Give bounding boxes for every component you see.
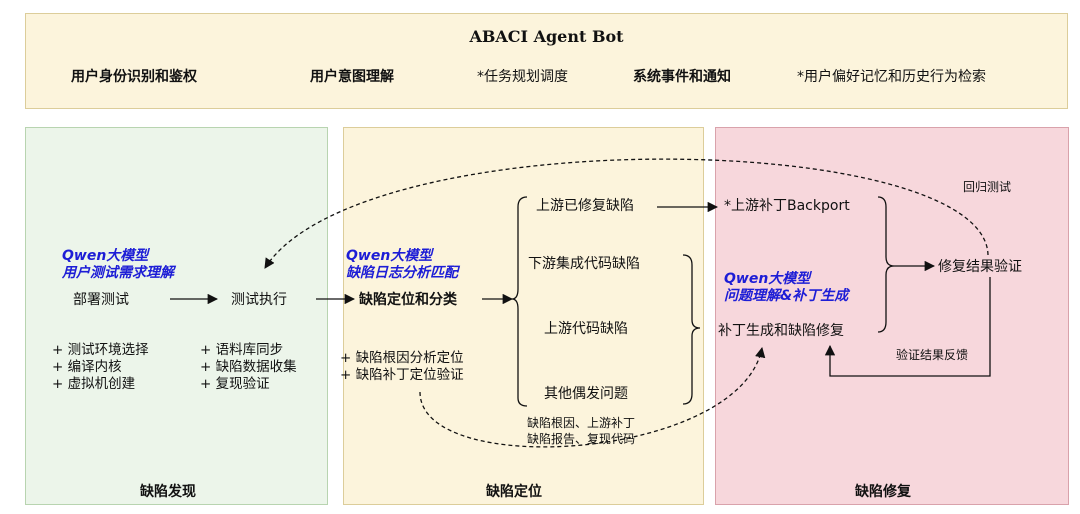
locate-column-label: 缺陷定位 <box>486 484 542 500</box>
backport-node: *上游补丁Backport <box>724 198 850 214</box>
deploy-test-node: 部署测试 <box>73 292 129 308</box>
discovery-qwen-label: Qwen大模型用户测试需求理解 <box>62 248 174 281</box>
fix-column-label: 缺陷修复 <box>855 484 911 500</box>
execute-steps: + 语料库同步+ 缺陷数据收集+ 复现验证 <box>200 342 297 392</box>
locate-artifacts: 缺陷根因、上游补丁缺陷报告、复现代码 <box>527 416 636 446</box>
category-other: 其他偶发问题 <box>544 386 628 402</box>
agent-bot-panel <box>25 13 1068 109</box>
locate-column <box>343 127 704 505</box>
feature-auth: 用户身份识别和鉴权 <box>71 69 197 85</box>
deploy-steps: + 测试环境选择+ 编译内核+ 虚拟机创建 <box>52 342 149 392</box>
fix-column <box>715 127 1069 505</box>
category-downstream: 下游集成代码缺陷 <box>528 256 640 272</box>
category-upstream-code: 上游代码缺陷 <box>544 321 628 337</box>
verify-node: 修复结果验证 <box>938 259 1022 275</box>
patch-fix-node: 补丁生成和缺陷修复 <box>718 323 844 339</box>
discovery-column <box>25 127 328 505</box>
agent-bot-title: ABACI Agent Bot <box>469 27 624 46</box>
test-execute-node: 测试执行 <box>231 292 287 308</box>
regression-label: 回归测试 <box>963 180 1012 194</box>
feature-events: 系统事件和通知 <box>633 69 731 85</box>
feature-memory: *用户偏好记忆和历史行为检索 <box>797 69 986 85</box>
category-upstream-fixed: 上游已修复缺陷 <box>536 198 634 214</box>
feature-planning: *任务规划调度 <box>477 69 568 85</box>
locate-steps: + 缺陷根因分析定位+ 缺陷补丁定位验证 <box>340 350 464 383</box>
feature-intent: 用户意图理解 <box>310 69 394 85</box>
fix-qwen-label: Qwen大模型问题理解&补丁生成 <box>724 271 849 304</box>
discovery-column-label: 缺陷发现 <box>140 484 196 500</box>
feedback-label: 验证结果反馈 <box>896 348 969 362</box>
locate-classify-node: 缺陷定位和分类 <box>359 292 457 308</box>
locate-qwen-label: Qwen大模型缺陷日志分析匹配 <box>346 248 458 281</box>
